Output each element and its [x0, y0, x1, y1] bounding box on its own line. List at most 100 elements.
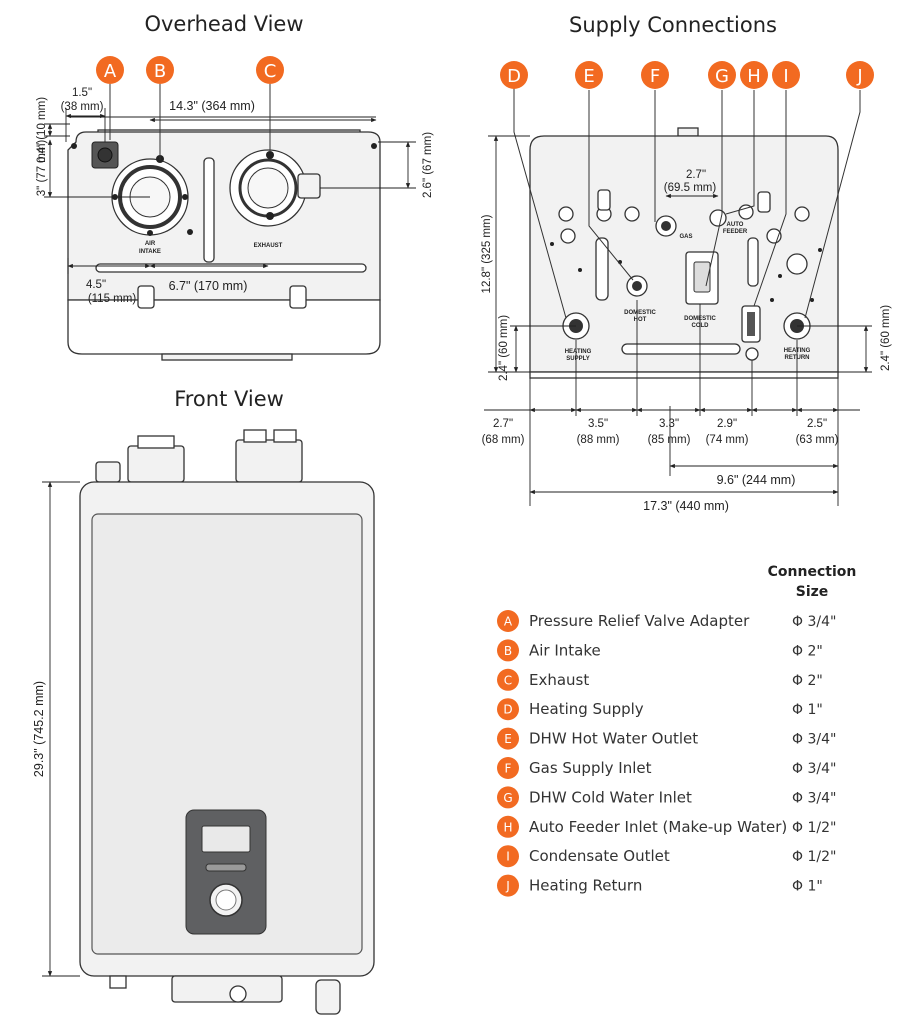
bubble-g: G	[708, 61, 736, 89]
legend-label: DHW Cold Water Inlet	[529, 788, 692, 806]
supply-connections-title: Supply Connections	[569, 13, 777, 37]
legend-label: Auto Feeder Inlet (Make-up Water)	[529, 818, 787, 836]
overhead-cross-slot	[95, 263, 367, 273]
legend-letter: I	[506, 850, 510, 864]
dim-6-7: 6.7" (170 mm)	[169, 279, 248, 293]
dim-12-8: 12.8" (325 mm)	[481, 214, 493, 293]
legend-badge	[497, 874, 519, 897]
legend-letter: D	[503, 703, 512, 717]
svg-text:B: B	[154, 61, 166, 82]
auto-feeder-label-1: AUTO	[727, 222, 744, 228]
supply-view: GAS AUTO FEEDER DOMESTIC HOT DOMESTIC CO…	[481, 61, 892, 513]
legend-label: Condensate Outlet	[529, 847, 670, 865]
dim-3-5: 3.5"	[588, 418, 608, 430]
dim-2-6: 2.6" (67 mm)	[422, 132, 434, 198]
svg-text:F: F	[650, 66, 660, 87]
bubble-f: F	[641, 61, 669, 89]
dim-29-3: 29.3" (745.2 mm)	[32, 681, 46, 777]
air-intake-label-1: AIR	[145, 241, 156, 247]
dim-2-4-left: 2.4" (60 mm)	[498, 315, 510, 381]
legend-letter: H	[503, 820, 512, 834]
domestic-hot-label-2: HOT	[634, 317, 647, 323]
dim-115mm: (115 mm)	[88, 293, 137, 305]
overhead-view-title: Overhead View	[144, 12, 303, 36]
legend-label: Pressure Relief Valve Adapter	[529, 612, 750, 630]
overhead-bottom-lip	[161, 353, 293, 361]
dim-3-3: 3.3"	[659, 418, 679, 430]
air-intake-label-2: INTAKE	[139, 249, 161, 255]
legend-label: Exhaust	[529, 671, 589, 689]
dim-63mm: (63 mm)	[796, 434, 839, 446]
legend-size: Φ 1/2"	[792, 820, 836, 836]
dim-74mm: (74 mm)	[706, 434, 749, 446]
legend-badge	[497, 757, 519, 779]
legend-size: Φ 3/4"	[792, 790, 836, 806]
dim-4-5: 4.5"	[86, 279, 106, 291]
overhead-center-slot	[203, 157, 215, 263]
legend-letter: B	[504, 644, 512, 658]
dim-88mm: (88 mm)	[577, 434, 620, 446]
svg-text:J: J	[856, 66, 862, 87]
legend-letter: J	[505, 879, 510, 893]
front-view-title: Front View	[174, 387, 284, 411]
svg-text:H: H	[747, 66, 761, 87]
dim-17-3: 17.3" (440 mm)	[643, 499, 729, 513]
dim-0-4: 0.4" (10 mm)	[36, 97, 48, 163]
legend-letter: F	[505, 762, 512, 776]
svg-text:C: C	[264, 61, 277, 82]
dim-3: 3" (77 mm)	[36, 140, 48, 197]
dim-2-7-left: 2.7"	[493, 418, 513, 430]
legend-header-size: Size	[796, 584, 829, 600]
legend-size: Φ 2"	[792, 643, 823, 659]
bubble-a: A	[96, 56, 124, 84]
legend-size: Φ 3/4"	[792, 614, 836, 630]
overhead-front-band	[67, 299, 381, 355]
dim-38mm: (38 mm)	[61, 101, 104, 113]
bubble-h: H	[740, 61, 768, 89]
dim-2-9: 2.9"	[717, 418, 737, 430]
legend-size: Φ 2"	[792, 673, 823, 689]
dim-69-5mm: (69.5 mm)	[664, 182, 717, 194]
legend-label: Heating Return	[529, 877, 642, 895]
legend-size: Φ 3/4"	[792, 761, 836, 777]
exhaust-label: EXHAUST	[254, 243, 283, 249]
dim-2-7-top: 2.7"	[686, 169, 706, 181]
dim-68mm: (68 mm)	[482, 434, 525, 446]
svg-text:E: E	[583, 66, 594, 87]
svg-text:G: G	[715, 66, 729, 87]
gas-label: GAS	[679, 234, 692, 240]
dim-2-4-right: 2.4" (60 mm)	[880, 305, 892, 371]
overhead-view: AIR INTAKE EXHAUST 1.5" (38 mm) 14.3" (3…	[36, 56, 434, 361]
dim-14-3: 14.3" (364 mm)	[169, 99, 255, 113]
legend-size: Φ 1/2"	[792, 849, 836, 865]
heating-supply-label-2: SUPPLY	[566, 356, 589, 362]
legend-size: Φ 1"	[792, 702, 823, 718]
legend-size: Φ 1"	[792, 879, 823, 895]
legend-size: Φ 3/4"	[792, 732, 836, 748]
legend-row: J Heating Return Φ 1"	[497, 874, 823, 897]
front-panel	[91, 513, 363, 955]
legend-row: C Exhaust Φ 2"	[497, 668, 823, 691]
legend-badge	[497, 698, 519, 721]
dim-9-6: 9.6" (244 mm)	[717, 473, 796, 487]
legend-badge	[497, 815, 519, 838]
svg-text:A: A	[104, 61, 117, 82]
heating-supply-label-1: HEATING	[565, 349, 592, 355]
legend-letter: C	[504, 673, 512, 687]
bubble-c: C	[256, 56, 284, 84]
legend-letter: E	[504, 732, 512, 746]
bubble-i: I	[772, 61, 800, 89]
legend-badge	[497, 639, 519, 662]
legend-label: DHW Hot Water Outlet	[529, 730, 698, 748]
legend-label: Heating Supply	[529, 700, 644, 718]
auto-feeder-connection	[709, 209, 727, 227]
bubble-j: J	[846, 61, 874, 89]
legend-row: D Heating Supply Φ 1"	[497, 698, 823, 721]
legend-row: E DHW Hot Water Outlet Φ 3/4"	[497, 727, 836, 750]
legend-letter: G	[503, 791, 512, 805]
bubble-b: B	[146, 56, 174, 84]
legend-row: I Condensate Outlet Φ 1/2"	[497, 845, 836, 868]
